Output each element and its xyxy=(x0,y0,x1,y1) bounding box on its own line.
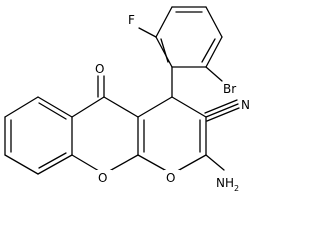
bond xyxy=(155,6,173,38)
bond xyxy=(171,96,207,118)
bond xyxy=(155,36,173,68)
double-bond-inner xyxy=(38,102,67,120)
molecule-canvas: F Br N NH2 O O O xyxy=(4,6,250,193)
pyranone-ring xyxy=(71,96,139,175)
nitrile-nitrogen: N xyxy=(241,98,250,112)
bond xyxy=(205,6,223,38)
ring-oxygen-chromone: O xyxy=(98,171,107,185)
ring-oxygen-pyran: O xyxy=(166,171,175,185)
bond xyxy=(103,96,139,118)
bond xyxy=(37,96,73,118)
bond-nitrile xyxy=(206,107,240,122)
double-bond-inner xyxy=(160,38,169,63)
bond xyxy=(37,154,73,175)
pyran-ring xyxy=(137,96,207,175)
label-mask xyxy=(96,170,112,184)
bond-nitrile xyxy=(205,103,239,118)
fluorobromophenyl-ring xyxy=(155,6,223,68)
double-bond-inner xyxy=(201,38,216,63)
ketone-oxygen: O xyxy=(95,62,104,76)
label-mask xyxy=(164,170,180,184)
molecule-structure: F Br N NH2 O O O xyxy=(4,6,250,193)
double-bond-inner xyxy=(38,152,67,169)
bond xyxy=(205,36,223,68)
bond-nitrile xyxy=(204,99,238,114)
bond-c-br xyxy=(205,66,223,82)
bond-c-f xyxy=(138,27,157,38)
amino-group: NH2 xyxy=(216,176,239,193)
bond xyxy=(4,96,39,118)
benzo-ring xyxy=(4,96,73,175)
bond xyxy=(71,96,105,118)
bond xyxy=(4,154,39,175)
bond-c-nh2 xyxy=(205,154,225,171)
bromine-atom: Br xyxy=(223,82,236,96)
fluorine-atom: F xyxy=(128,13,135,27)
bond xyxy=(137,96,173,118)
